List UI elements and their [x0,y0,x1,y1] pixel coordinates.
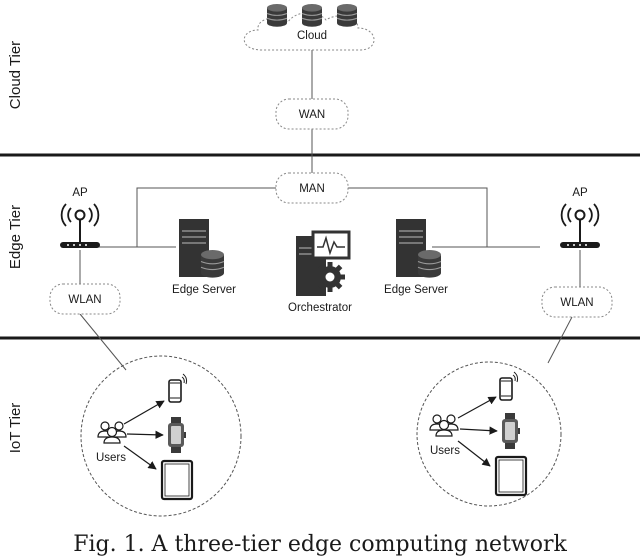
cloud-label: Cloud [297,30,327,42]
man-node [275,172,349,204]
tier-label-iot: IoT Tier [7,403,24,454]
figure-caption: Fig. 1. A three-tier edge computing netw… [73,532,567,557]
iot-cluster-right [416,361,562,507]
device-arrows-left [123,400,165,470]
users-left-label: Users [96,452,126,464]
smartwatch-icon [168,417,186,453]
edge-server-right-label: Edge Server [384,284,448,296]
wlan-left-node [49,283,121,315]
iot-cluster-left [80,355,242,517]
users-icon [429,414,459,437]
orchestrator-label: Orchestrator [288,302,352,314]
wan-label: WAN [299,109,325,121]
wlan-right-label: WLAN [560,297,593,309]
tier-label-cloud: Cloud Tier [7,41,24,109]
network-links [79,50,581,371]
tablet-icon [160,459,194,501]
database-icon [301,3,323,28]
smartphone-icon [499,371,519,401]
man-label: MAN [299,183,325,195]
ap-right-label: AP [572,187,588,199]
users-icon [97,421,127,444]
orchestrator-icon [296,230,351,296]
wlan-right-node [541,286,613,318]
database-icon [200,249,225,279]
cloud-database-icons [266,3,358,28]
database-icon [266,3,288,28]
wan-node [275,98,349,130]
smartwatch-icon [502,413,520,449]
database-icon [336,3,358,28]
router-icon [559,203,601,249]
ap-left-label: AP [72,187,88,199]
users-right-label: Users [430,445,460,457]
smartphone-icon [168,373,188,403]
database-icon [417,249,442,279]
wlan-left-label: WLAN [68,294,101,306]
tier-label-edge: Edge Tier [7,205,24,269]
tablet-icon [494,455,528,497]
edge-server-left-label: Edge Server [172,284,236,296]
router-icon [59,203,101,249]
device-arrows-right [457,396,498,467]
